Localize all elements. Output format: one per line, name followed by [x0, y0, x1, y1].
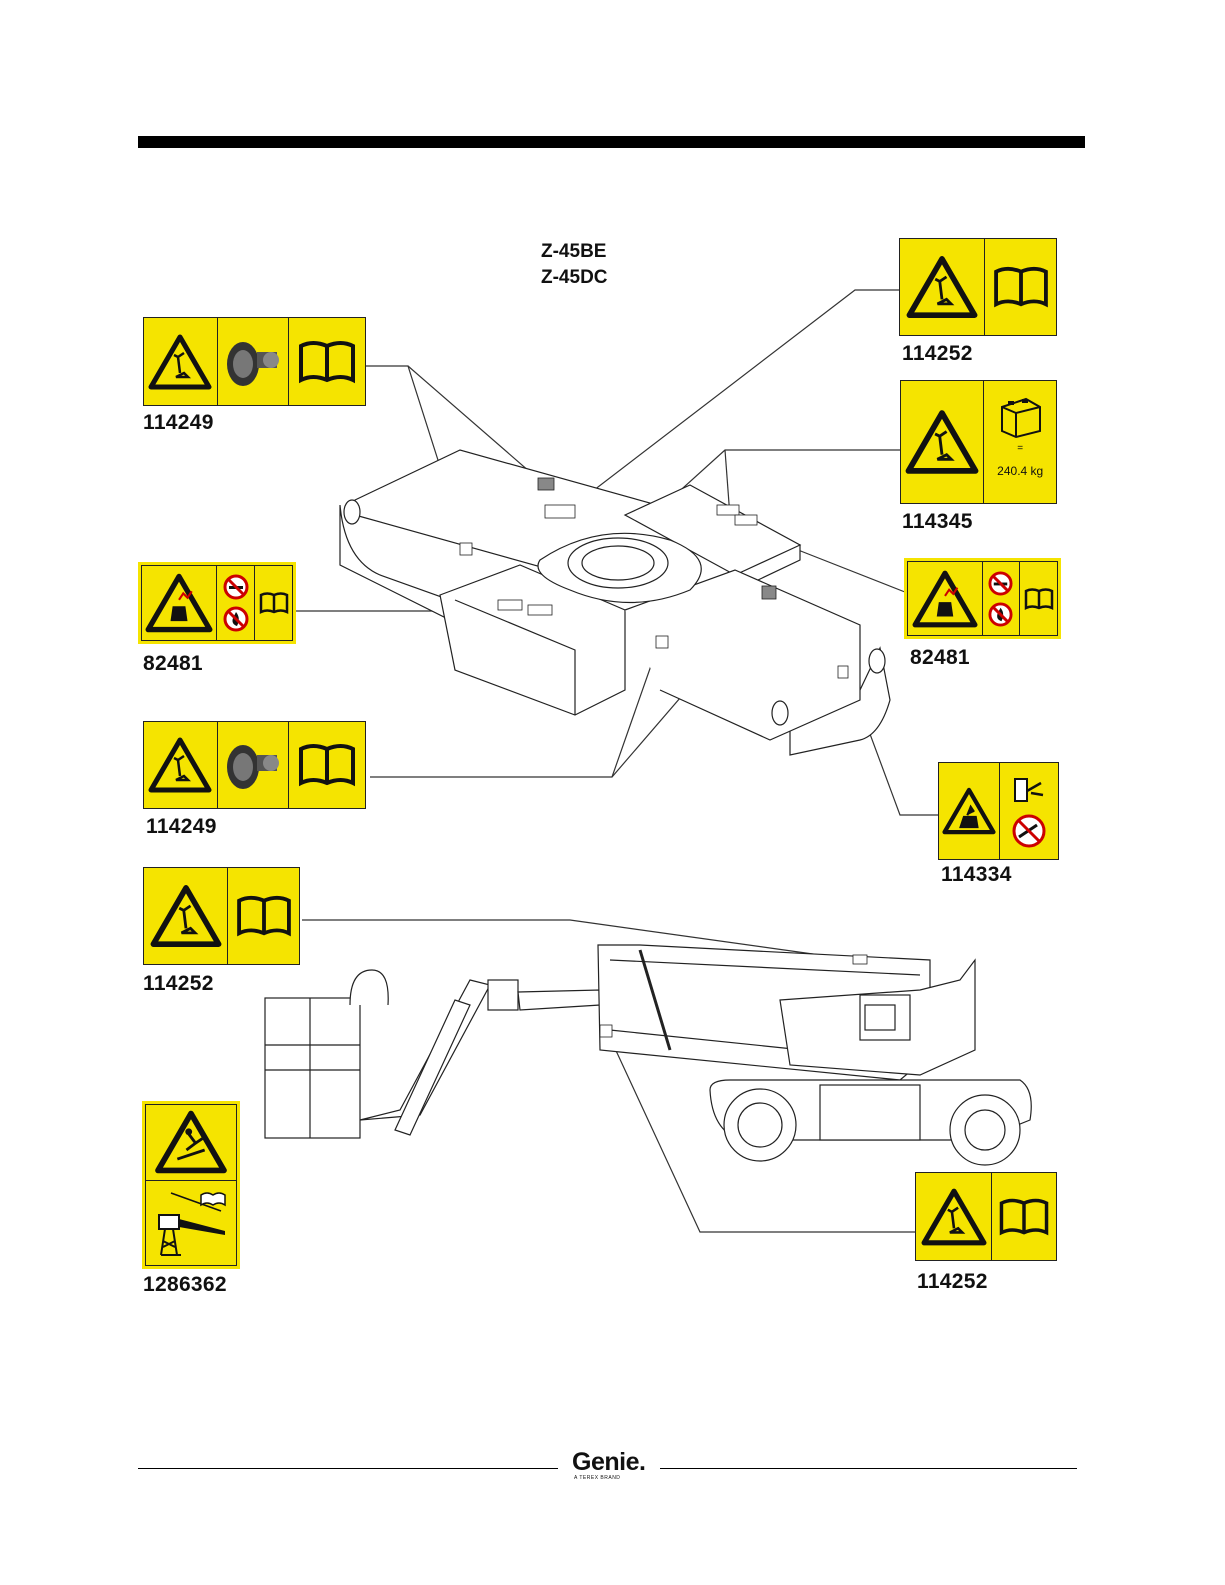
no-flame-icon [223, 606, 249, 632]
decal-number: 114345 [902, 510, 973, 534]
battery-weight-icon [996, 393, 1044, 439]
no-smoking-icon [223, 574, 249, 600]
no-flame-icon [988, 602, 1013, 627]
decal-82481 [907, 561, 1058, 636]
equals-sign: = [984, 443, 1056, 454]
tip-over-warning-icon [921, 1187, 987, 1247]
footer-rule [660, 1468, 1077, 1469]
decal-114334 [938, 762, 1059, 860]
manual-book-icon [297, 338, 357, 386]
brand-tagline: A TEREX BRAND [574, 1475, 620, 1481]
tip-over-warning-icon [150, 883, 222, 949]
brand-logo: Genie. [572, 1448, 645, 1477]
decal-number: 1286362 [143, 1273, 227, 1297]
decal-number: 114334 [941, 863, 1012, 887]
manual-book-icon [998, 1196, 1050, 1238]
no-extension-cord-icon [1011, 813, 1047, 849]
plug-in-icon [1011, 773, 1047, 809]
decal-1286362 [145, 1104, 237, 1266]
decal-114252 [915, 1172, 1057, 1261]
manual-book-icon [992, 264, 1050, 310]
manual-book-icon [297, 741, 357, 789]
decal-number: 82481 [910, 646, 970, 670]
decal-114249 [143, 317, 366, 406]
explosion-warning-icon [145, 572, 213, 634]
fall-hazard-warning-icon [153, 1109, 229, 1175]
tire-wheel-icon [219, 737, 287, 793]
no-smoking-icon [988, 571, 1013, 596]
decal-114249 [143, 721, 366, 809]
manual-book-icon [235, 893, 293, 939]
manual-book-icon [259, 591, 289, 615]
decal-114345: = 240.4 kg [900, 380, 1057, 504]
electrocution-warning-icon [942, 786, 996, 836]
tip-over-warning-icon [906, 254, 978, 320]
tip-over-warning-icon [148, 736, 212, 794]
decal-number: 114252 [917, 1270, 988, 1294]
decal-number: 114249 [143, 411, 214, 435]
decal-number: 82481 [143, 652, 203, 676]
decal-number: 114252 [143, 972, 214, 996]
decal-114252 [899, 238, 1057, 336]
platform-manual-icon [151, 1185, 231, 1261]
decal-number: 114252 [902, 342, 973, 366]
explosion-warning-icon [912, 569, 978, 629]
footer-rule [138, 1468, 558, 1469]
battery-weight-value: 240.4 kg [984, 464, 1056, 478]
decal-number: 114249 [146, 815, 217, 839]
decal-114252 [143, 867, 300, 965]
manual-book-icon [1024, 587, 1054, 611]
decal-82481 [141, 565, 293, 641]
leader-line [793, 548, 910, 594]
tip-over-warning-icon [905, 408, 979, 476]
tip-over-warning-icon [148, 333, 212, 391]
leader-line [568, 290, 908, 510]
tire-wheel-icon [219, 334, 287, 390]
